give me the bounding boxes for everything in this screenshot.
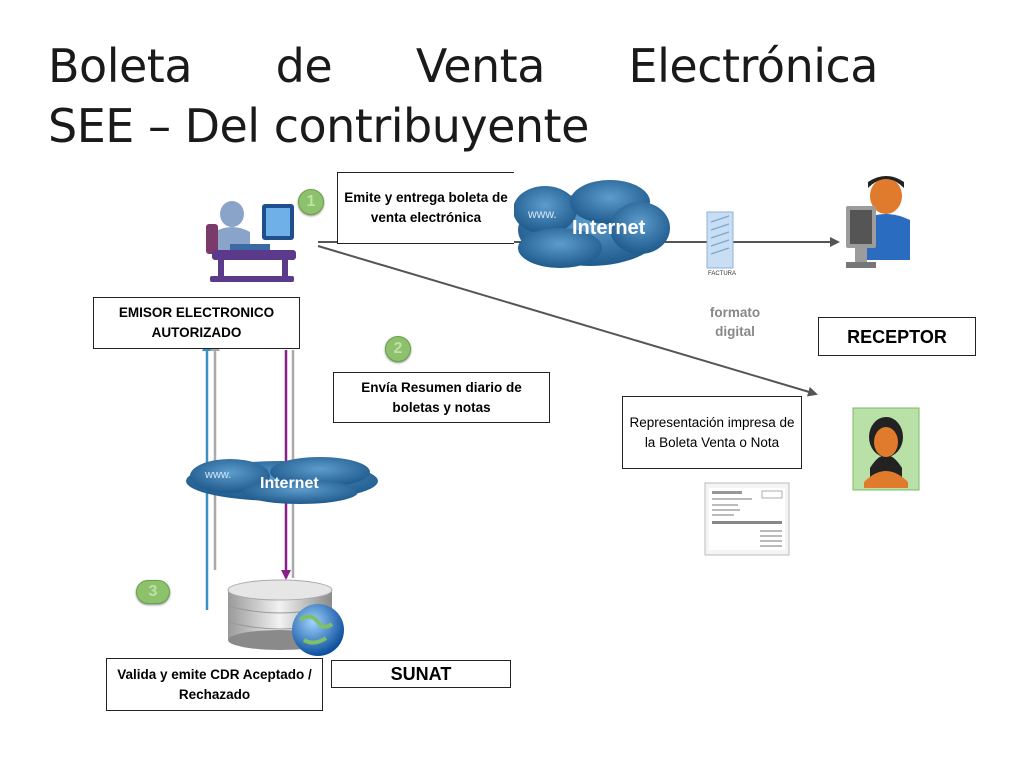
woman-avatar-icon [852,407,920,491]
www-label-top: www. [527,207,557,221]
valida-box: Valida y emite CDR Aceptado / Rechazado [106,658,323,711]
printed-receipt-icon [704,482,790,556]
internet-label-top: Internet [572,217,646,239]
internet-cloud-mid: www. Internet [186,457,378,504]
arrow-emisor-to-representacion [317,245,818,397]
envia-box: Envía Resumen diario de boletas y notas [333,372,550,423]
emite-text: Emite y entrega boleta de venta electrón… [344,190,508,225]
representacion-text: Representación impresa de la Boleta Vent… [629,414,795,450]
title-line-1: Boleta de Venta Electrónica [48,39,879,93]
emite-box: Emite y entrega boleta de venta electrón… [337,172,514,244]
internet-label-mid: Internet [260,475,319,492]
step-3-badge: 3 [136,580,170,604]
receptor-computer-icon [846,176,910,268]
receptor-text: RECEPTOR [847,326,947,347]
database-globe-icon [227,579,344,656]
invoice-document-icon: FACTURA [706,211,736,277]
internet-cloud-top: www. Internet [513,180,670,268]
computer-user-icon [206,201,296,282]
emisor-box: EMISOR ELECTRONICO AUTORIZADO [93,297,300,349]
www-label-mid: www. [204,469,231,481]
valida-text: Valida y emite CDR Aceptado / Rechazado [117,666,312,702]
sunat-text: SUNAT [390,664,452,684]
slide-title: Boleta de Venta Electrónica SEE – Del co… [48,36,879,156]
envia-text: Envía Resumen diario de boletas y notas [361,379,522,415]
step-2-badge: 2 [385,336,411,362]
factura-label: FACTURA [708,271,736,277]
receptor-box: RECEPTOR [818,317,976,356]
step-1-badge: 1 [298,189,324,215]
title-line-2: SEE – Del contribuyente [48,99,589,153]
sunat-box: SUNAT [331,660,511,688]
representacion-box: Representación impresa de la Boleta Vent… [622,396,802,469]
emisor-text: EMISOR ELECTRONICO AUTORIZADO [118,305,275,340]
formato-digital-label: formato digital [709,305,761,339]
